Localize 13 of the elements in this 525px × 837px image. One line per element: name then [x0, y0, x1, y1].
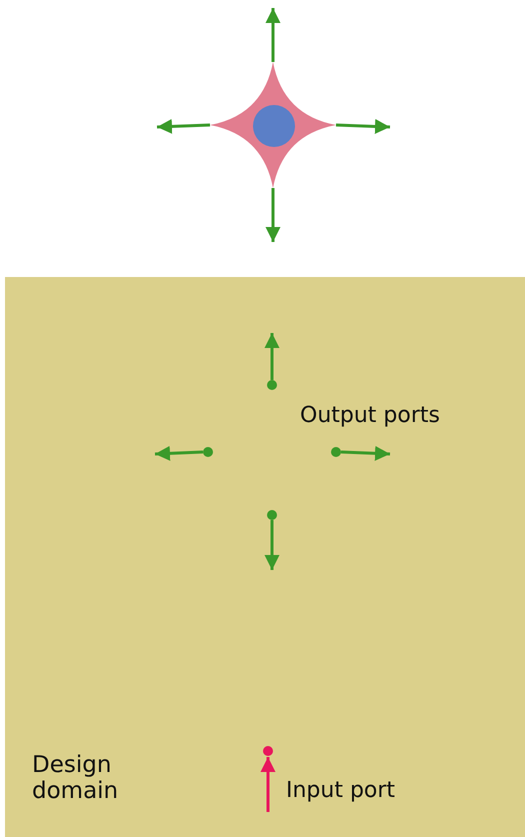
arrow: [154, 446, 204, 461]
arrow: [266, 188, 280, 242]
domain-label: Design domain: [32, 752, 120, 804]
arrow: [156, 118, 210, 134]
port-label: Output ports: [300, 403, 440, 428]
arrow: [264, 333, 280, 380]
design-domain-panel: [5, 277, 525, 837]
arrow: [264, 520, 280, 570]
arrow: [260, 757, 276, 812]
port-label: Input port: [286, 778, 396, 803]
arrow: [266, 8, 280, 62]
arrow: [336, 118, 390, 134]
arrow: [340, 446, 390, 461]
